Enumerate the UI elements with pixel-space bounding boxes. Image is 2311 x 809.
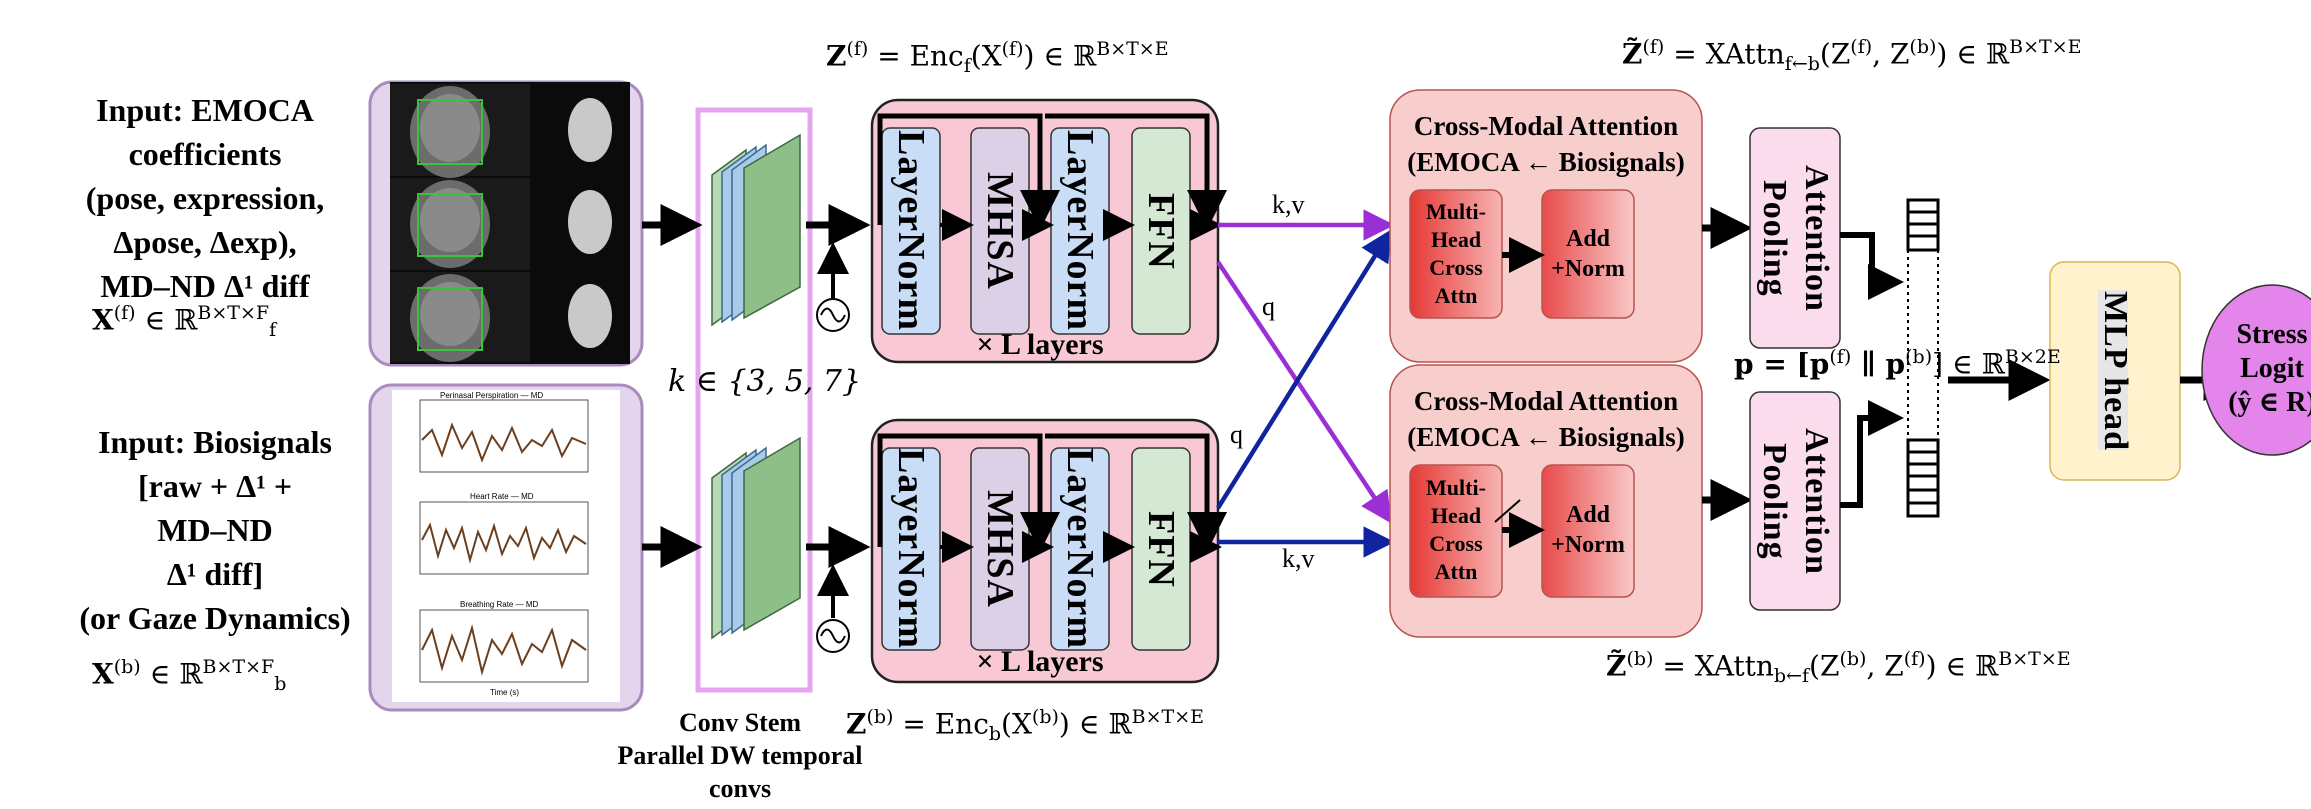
cross-attention-top	[1389, 89, 1703, 363]
encoder-bottom-mhsa: MHSA	[979, 490, 1021, 608]
encoder-bottom-equation: Z(b) = Encb(X(b)) ∈ ℝB×T×E	[846, 706, 1204, 745]
emoca-title-line-1: Input: EMOCA	[96, 92, 314, 128]
edge-label-q-top: q	[1262, 292, 1275, 321]
arrow-pool-top-to-vector	[1840, 232, 1904, 300]
attention-pooling-bottom	[1749, 391, 1841, 611]
cross-attn-bottom-title-1: Cross-Modal Attention	[1413, 386, 1679, 416]
kernel-size-label: k ∈ {3, 5, 7}	[668, 364, 862, 399]
output-label: Stress Logit (ŷ ∈ R)	[2202, 318, 2311, 420]
cross-attn-bottom-title-2: (EMOCA ← Biosignals)	[1407, 422, 1685, 452]
mlp-head-label: MLP head	[2097, 290, 2134, 452]
cross-attn-bottom-addnorm-label: Add +Norm	[1551, 502, 1625, 558]
conv-stem-frame	[695, 107, 813, 693]
bio-title-line-3: MD–ND	[157, 512, 273, 548]
positional-encoding-icon-top	[816, 242, 850, 332]
bio-title-line-5: (or Gaze Dynamics)	[79, 600, 351, 636]
cross-attn-bottom-mhca-label: Multi- Head Cross Attn	[1426, 475, 1486, 584]
face-frame-1	[390, 84, 612, 178]
bio-title-line-4: Δ¹ diff]	[166, 556, 264, 592]
encoder-top-mhsa: MHSA	[979, 172, 1021, 290]
arrow-pool-bottom-to-vector	[1840, 400, 1904, 508]
encoder-top-box	[870, 98, 1227, 364]
emoca-title-line-4: Δpose, Δexp),	[113, 224, 297, 260]
encoder-bottom-layernorm-1: LayerNorm	[890, 448, 932, 650]
emoca-input-panel	[368, 80, 644, 367]
face-frame-3	[390, 272, 612, 362]
conv-stack-top	[711, 133, 801, 327]
encoder-top-equation: Z(f) = Encf(X(f)) ∈ ℝB×T×E	[826, 38, 1169, 77]
bio-input-title: Input: Biosignals [raw + Δ¹ + MD–ND Δ¹ d…	[55, 420, 375, 640]
cross-attention-bottom	[1389, 364, 1703, 638]
output-line-2: Logit	[2240, 353, 2304, 384]
output-ellipse	[2201, 284, 2311, 456]
emoca-title-line-5: MD–ND Δ¹ diff	[100, 268, 310, 304]
edge-label-kv-top: k,v	[1272, 190, 1305, 219]
cross-attn-top-equation: Z̃(f) = XAttnf←b(Z(f), Z(b)) ∈ ℝB×T×E	[1622, 36, 2082, 75]
cross-attn-top-title-2: (EMOCA ← Biosignals)	[1407, 147, 1685, 177]
positional-encoding-icon-bottom	[816, 564, 850, 653]
biosignal-input-panel	[368, 383, 644, 712]
edge-label-kv-bottom: k,v	[1282, 544, 1315, 573]
encoder-bottom-box	[870, 418, 1227, 684]
mlp-head-label-bg	[2098, 290, 2128, 450]
cross-attn-bottom-title: Cross-Modal Attention (EMOCA ← Biosignal…	[1390, 383, 1702, 455]
edge-label-q-bottom: q	[1230, 420, 1243, 449]
encoder-top-layers-label: × L layers	[976, 328, 1104, 361]
encoder-bottom-layernorm-2: LayerNorm	[1059, 448, 1101, 650]
bio-title-line-1: Input: Biosignals	[98, 424, 332, 460]
plot-title-1: Perinasal Perspiration — MD	[440, 391, 544, 400]
encoder-bottom-ffn: FFN	[1140, 510, 1182, 588]
cross-attn-top-title-1: Cross-Modal Attention	[1413, 111, 1679, 141]
encoder-top-layernorm-1: LayerNorm	[890, 130, 932, 332]
attention-pooling-top-label: Attention Pooling	[1756, 164, 1835, 312]
concat-equation: p = [p(f) ∥ p(b)] ∈ ℝB×2E	[1734, 346, 2061, 381]
concat-vector	[1906, 198, 1940, 518]
bio-input-symbol: X(b) ∈ ℝB×T×Fb	[92, 656, 287, 695]
emoca-input-title: Input: EMOCA coefficients (pose, express…	[60, 88, 350, 308]
conv-caption-line-1: Conv Stem	[678, 708, 802, 737]
plot-title-2: Heart Rate — MD	[470, 492, 534, 501]
conv-caption-line-2: Parallel DW temporal	[617, 741, 863, 770]
edge-q-bottom	[1216, 229, 1392, 510]
biosignal-plot-1	[419, 399, 589, 473]
encoder-bottom-layers-label: × L layers	[976, 645, 1104, 678]
plot-xlabel: Time (s)	[490, 688, 520, 697]
cross-attn-top-addnorm-label: Add +Norm	[1551, 226, 1625, 282]
conv-stack-bottom	[711, 436, 801, 640]
biosignal-plot-3	[419, 609, 589, 683]
biosignal-plot-2	[419, 501, 589, 575]
conv-caption-line-3: convs	[708, 774, 772, 803]
output-line-3: (ŷ ∈ R)	[2228, 387, 2311, 418]
emoca-title-line-3: (pose, expression,	[85, 180, 325, 216]
plot-title-3: Breathing Rate — MD	[460, 600, 539, 609]
edge-q-top	[1216, 260, 1392, 524]
emoca-input-symbol: X(f) ∈ ℝB×T×Ff	[92, 302, 277, 341]
emoca-title-line-2: coefficients	[128, 136, 282, 172]
encoder-top-layernorm-2: LayerNorm	[1059, 130, 1101, 332]
cross-attn-top-mhca-label: Multi- Head Cross Attn	[1426, 199, 1486, 308]
cross-attn-top-title: Cross-Modal Attention (EMOCA ← Biosignal…	[1390, 108, 1702, 180]
face-frame-2	[390, 178, 612, 270]
conv-stem-caption: Conv Stem Parallel DW temporal convs	[590, 706, 890, 805]
cross-attn-bottom-equation: Z̃(b) = XAttnb←f(Z(b), Z(f)) ∈ ℝB×T×E	[1606, 648, 2071, 687]
bio-title-line-2: [raw + Δ¹ +	[137, 468, 293, 504]
output-line-1: Stress	[2236, 319, 2308, 350]
encoder-top-ffn: FFN	[1140, 192, 1182, 270]
attention-pooling-bottom-label: Attention Pooling	[1756, 427, 1835, 575]
